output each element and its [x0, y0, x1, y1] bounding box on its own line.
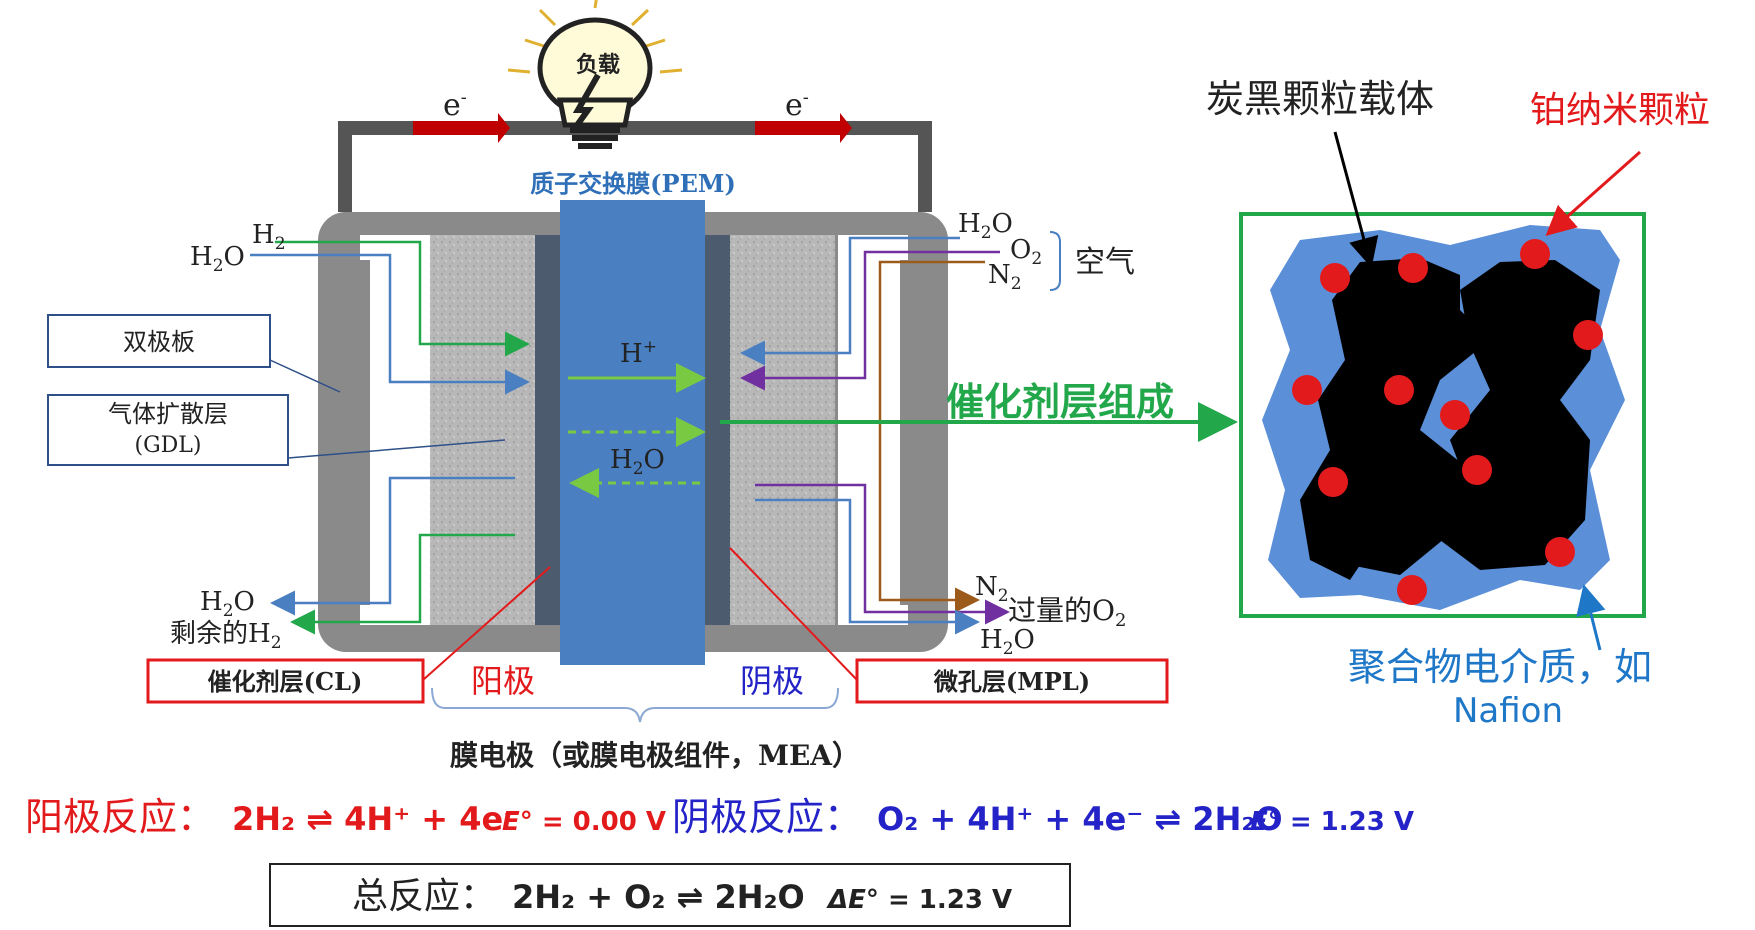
cathode-reaction-equation: O₂ + 4H⁺ + 4e⁻ ⇌ 2H₂O [877, 800, 1283, 838]
anode-reaction-label: 阳极反应： [25, 795, 215, 839]
gdl-label-line2: (GDL) [135, 433, 202, 458]
mea-brace [431, 687, 839, 723]
polymer-label-line2: Nafion [1453, 691, 1563, 731]
polymer-label-line1: 聚合物电介质，如 [1348, 645, 1652, 689]
h2-in-label: H2 [252, 220, 286, 254]
excess-o2-label: 过量的O2 [1008, 594, 1126, 631]
anode-label: 阳极 [471, 662, 535, 700]
mpl-box [855, 658, 1169, 704]
carbon-label: 炭黑颗粒载体 [1206, 77, 1434, 121]
anode-flows [250, 240, 530, 635]
total-reaction-equation: 2H₂ + O₂ ⇌ 2H₂O [512, 878, 805, 916]
mpl-label: 微孔层(MPL) [933, 667, 1090, 696]
remaining-h2-label: 剩余的H2 [170, 619, 282, 653]
total-reaction-box [269, 863, 1071, 927]
cathode-reaction-label: 阴极反应： [672, 795, 862, 839]
n2-out-label: N2 [975, 572, 1009, 606]
o2-label: O2 [1010, 235, 1042, 269]
mea-label: 膜电极（或膜电极组件，MEA） [450, 739, 860, 772]
gdl-label-line1: 气体扩散层 [108, 400, 228, 428]
electron-right-label: e- [785, 87, 809, 123]
electron-left-label: e- [443, 87, 467, 123]
cell-body [318, 200, 948, 665]
cathode-label: 阴极 [740, 662, 804, 700]
h2o-membrane-label: H2O [610, 445, 665, 479]
h-plus-label: H+ [620, 337, 657, 369]
external-circuit [338, 113, 932, 212]
load-label: 负载 [576, 52, 620, 78]
air-brace [1049, 231, 1061, 291]
h2o-in-label: H2O [190, 242, 245, 276]
total-reaction-label: 总反应： [352, 876, 496, 917]
platinum-label: 铂纳米颗粒 [1530, 90, 1710, 131]
bipolar-label: 双极板 [123, 328, 195, 356]
anode-reaction-potential: E° = 0.00 V [502, 807, 666, 837]
catalyst-composition-panel [1239, 131, 1646, 651]
gdl-box [47, 394, 289, 466]
n2-label: N2 [988, 260, 1022, 294]
h2o-out-right-label: H2O [980, 625, 1035, 659]
bulb-icon [507, 0, 683, 149]
catalyst-layer-label: 催化剂层(CL) [208, 667, 363, 696]
bipolar-box [47, 314, 271, 368]
h2o-out-left-label: H2O [200, 587, 255, 621]
cathode-reaction-potential: E° = 1.23 V [1250, 807, 1414, 837]
membrane-arrows [568, 363, 706, 498]
total-reaction-potential: ΔE° = 1.23 V [826, 885, 1012, 915]
cathode-flows [740, 236, 1010, 635]
anode-reaction-equation: 2H₂ ⇌ 4H⁺ + 4e⁻ [232, 800, 520, 838]
pem-label: 质子交换膜(PEM) [530, 169, 736, 198]
composition-label: 催化剂层组成 [946, 379, 1174, 424]
air-label: 空气 [1075, 245, 1135, 280]
catalyst-layer-box [146, 658, 425, 704]
cathode-h2o-in-label: H2O [958, 209, 1013, 243]
